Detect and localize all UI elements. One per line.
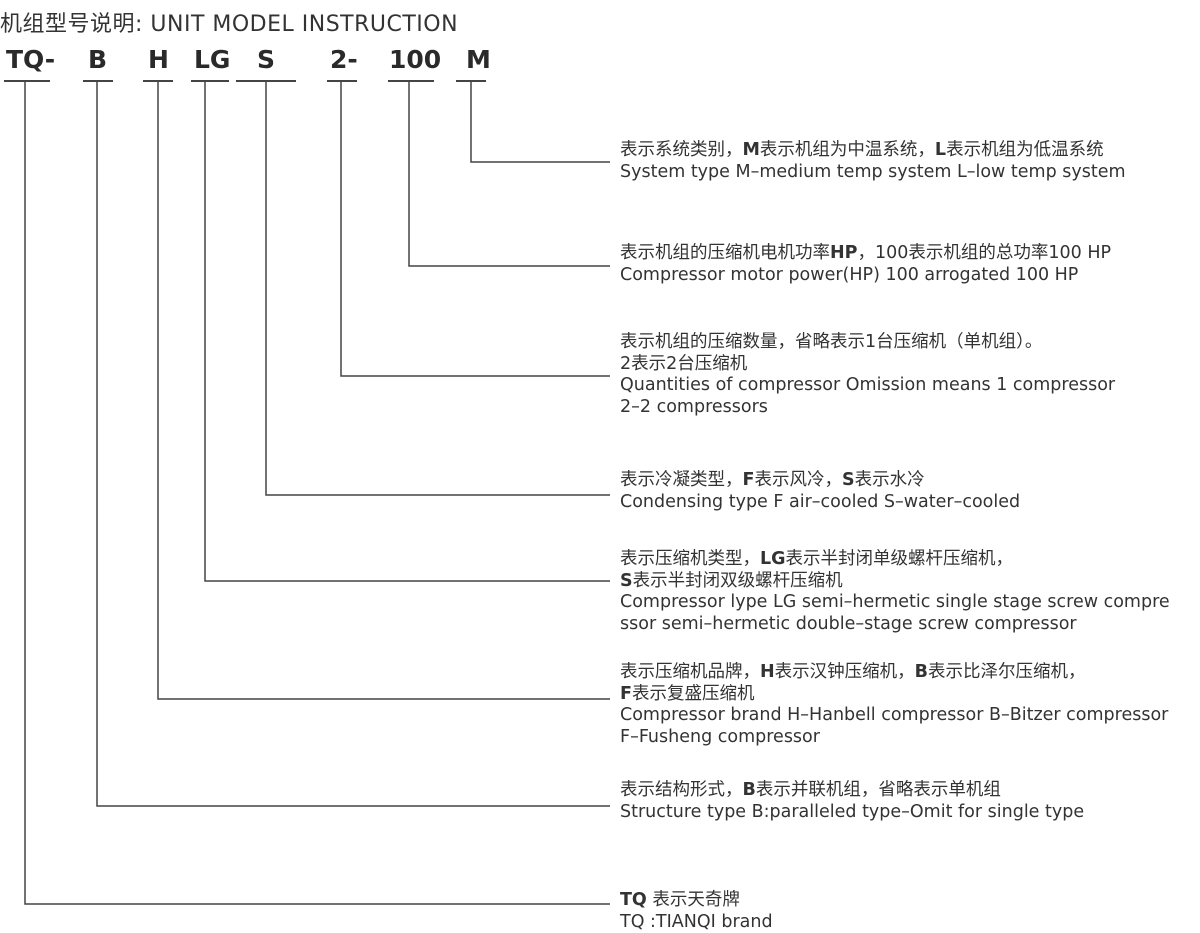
desc-zh-line: 表示机组的压缩数量，省略表示1台压缩机（单机组）。 — [620, 332, 1115, 354]
desc-en-line: Compressor lype LG semi–hermetic single … — [620, 592, 1170, 614]
connector-tq — [25, 82, 610, 904]
desc-code-text: TQ — [620, 890, 647, 910]
desc-code-text: S — [842, 470, 855, 490]
desc-code-text: F — [620, 684, 632, 704]
desc-en-line: Condensing type F air–cooled S–water–coo… — [620, 492, 1020, 514]
desc-text: 表示机组为中温系统， — [760, 140, 935, 160]
desc-zh-line: 表示结构形式，B表示并联机组，省略表示单机组 — [620, 780, 1084, 802]
desc-text: 表示半封闭单级螺杆压缩机， — [786, 549, 1014, 569]
desc-text: 表示冷凝类型， — [620, 470, 743, 490]
desc-code-text: S — [620, 571, 633, 591]
desc-code-text: HP — [830, 243, 857, 263]
desc-text: 表示压缩机品牌， — [620, 662, 760, 682]
desc-text: 表示复盛压缩机 — [632, 684, 755, 704]
connector-2 — [341, 82, 610, 376]
desc-text: 表示机组的压缩数量，省略表示1台压缩机（单机组）。 — [620, 332, 1042, 352]
desc-code-text: LG — [760, 549, 786, 569]
connector-s — [266, 82, 610, 495]
desc-en-line: ssor semi–hermetic double–stage screw co… — [620, 614, 1170, 636]
desc-text: 表示结构形式， — [620, 780, 743, 800]
desc-en-line: Compressor motor power(HP) 100 arrogated… — [620, 265, 1111, 287]
desc-code-text: M — [743, 140, 760, 160]
desc-text: 表示汉钟压缩机， — [775, 662, 915, 682]
desc-text: 表示系统类别， — [620, 140, 743, 160]
desc-zh-line: 表示机组的压缩机电机功率HP，100表示机组的总功率100 HP — [620, 243, 1111, 265]
connector-h — [158, 82, 610, 699]
connector-b — [97, 82, 610, 806]
connector-100 — [409, 82, 610, 266]
desc-text: 表示机组为低温系统 — [946, 140, 1104, 160]
desc-zh-line: 表示冷凝类型，F表示风冷，S表示水冷 — [620, 470, 1020, 492]
connector-m — [471, 82, 610, 162]
desc-code-text: H — [760, 662, 775, 682]
desc-zh-line: F表示复盛压缩机 — [620, 684, 1168, 706]
desc-zh-line: TQ 表示天奇牌 — [620, 890, 773, 912]
desc-zh-line: 2表示2台压缩机 — [620, 354, 1115, 376]
desc-zh-line: S表示半封闭双级螺杆压缩机 — [620, 571, 1170, 593]
desc-en-line: F–Fusheng compressor — [620, 727, 1168, 749]
desc-text: 表示压缩机类型， — [620, 549, 760, 569]
desc-en-line: System type M–medium temp system L–low t… — [620, 162, 1126, 184]
desc-text: 表示风冷， — [754, 470, 842, 490]
desc-en-line: Structure type B:paralleled type–Omit fo… — [620, 802, 1084, 824]
desc-code-text: B — [743, 780, 756, 800]
desc-zh-line: 表示压缩机品牌，H表示汉钟压缩机，B表示比泽尔压缩机， — [620, 662, 1168, 684]
desc-code-text: F — [743, 470, 755, 490]
desc-text: ，100表示机组的总功率100 HP — [857, 243, 1111, 263]
desc-text: 表示比泽尔压缩机， — [928, 662, 1086, 682]
desc-text: 2表示2台压缩机 — [620, 354, 747, 374]
desc-text: 表示并联机组，省略表示单机组 — [756, 780, 1001, 800]
desc-text: 表示半封闭双级螺杆压缩机 — [633, 571, 843, 591]
desc-text: 表示天奇牌 — [647, 890, 740, 910]
desc-text: 表示机组的压缩机电机功率 — [620, 243, 830, 263]
desc-code-text: L — [935, 140, 946, 160]
desc-zh-line: 表示压缩机类型，LG表示半封闭单级螺杆压缩机， — [620, 549, 1170, 571]
desc-en-line: 2–2 compressors — [620, 397, 1115, 419]
desc-zh-line: 表示系统类别，M表示机组为中温系统，L表示机组为低温系统 — [620, 140, 1126, 162]
desc-en-line: Compressor brand H–Hanbell compressor B–… — [620, 705, 1168, 727]
desc-code-text: B — [915, 662, 928, 682]
desc-text: 表示水冷 — [855, 470, 925, 490]
desc-en-line: Quantities of compressor Omission means … — [620, 375, 1115, 397]
